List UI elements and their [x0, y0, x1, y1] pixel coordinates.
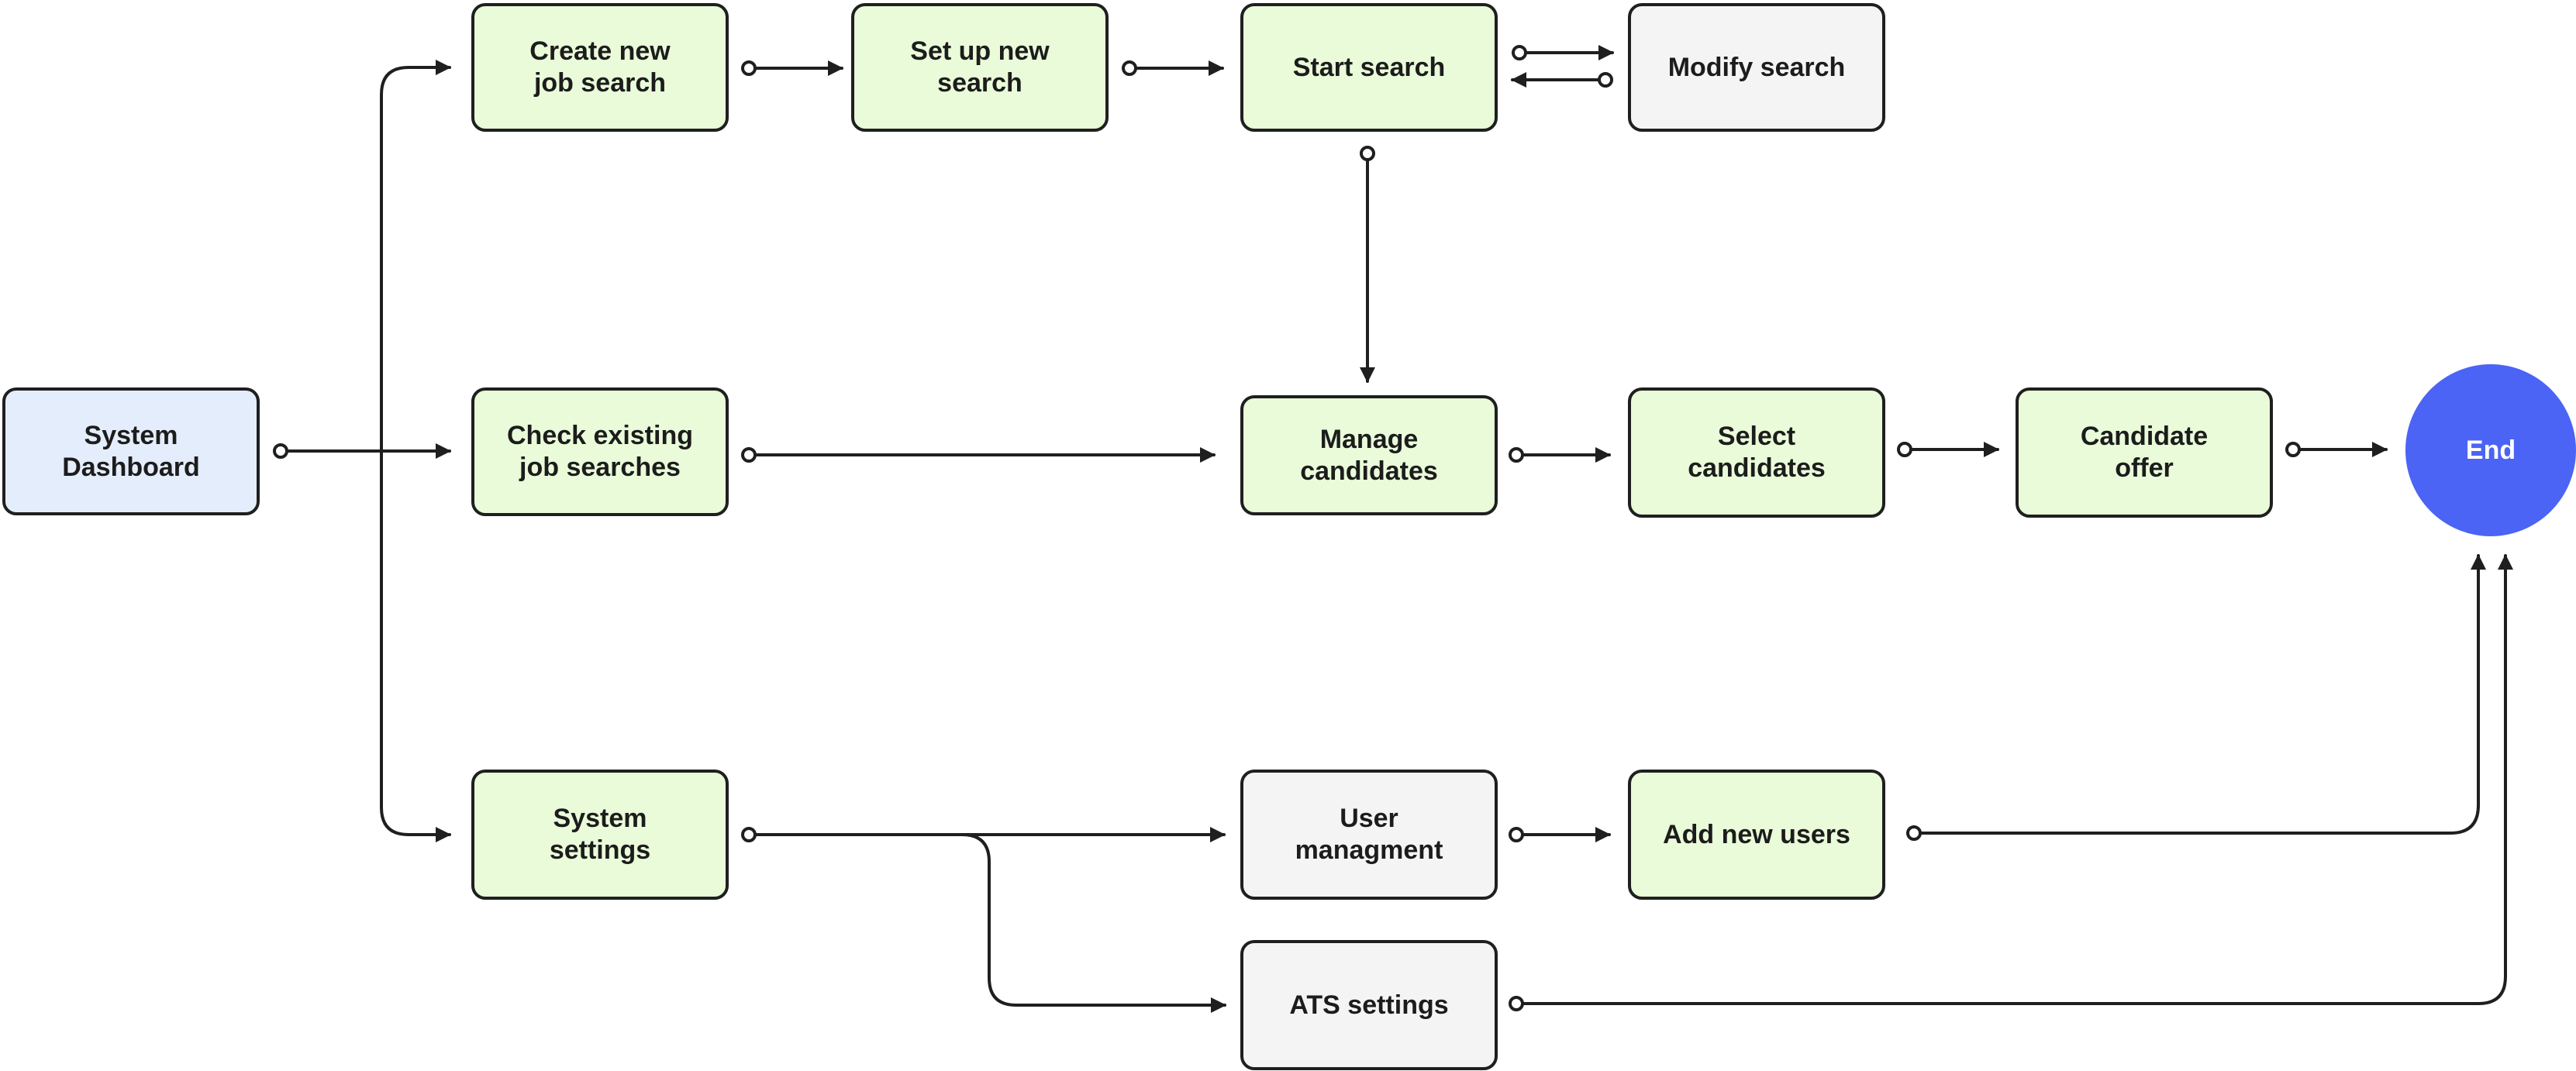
node-label: Create new job search	[529, 36, 671, 98]
node-end[interactable]: End	[2405, 364, 2576, 536]
node-label: System settings	[549, 804, 651, 865]
port-dot	[1598, 72, 1613, 88]
edge-ats-settings-to-end	[1515, 554, 2513, 1005]
port-dot	[1509, 447, 1524, 463]
node-label: Set up new search	[910, 36, 1050, 98]
node-start-search[interactable]: Start search	[1240, 3, 1498, 132]
node-label: User managment	[1295, 804, 1443, 865]
node-check-existing-job-searches[interactable]: Check existing job searches	[471, 387, 729, 516]
port-dot	[1906, 825, 1922, 841]
node-label: End	[2465, 435, 2516, 465]
port-dot	[2285, 442, 2301, 457]
node-label: System Dashboard	[62, 420, 200, 482]
node-label: Modify search	[1667, 52, 1846, 82]
node-set-up-new-search[interactable]: Set up new search	[851, 3, 1109, 132]
node-ats-settings[interactable]: ATS settings	[1240, 940, 1498, 1070]
node-manage-candidates[interactable]: Manage candidates	[1240, 395, 1498, 515]
node-candidate-offer[interactable]: Candidate offer	[2016, 387, 2273, 518]
node-label: Add new users	[1663, 819, 1850, 849]
port-dot	[1509, 827, 1524, 842]
port-dot	[273, 443, 288, 459]
edge-dashboard-to-create-search	[279, 67, 450, 453]
node-label: Candidate offer	[2080, 422, 2209, 483]
port-dot	[741, 60, 757, 76]
port-dot	[1360, 146, 1375, 161]
node-label: Check existing job searches	[507, 421, 693, 482]
node-select-candidates[interactable]: Select candidates	[1628, 387, 1885, 518]
port-dot	[1897, 442, 1912, 457]
node-label: Select candidates	[1688, 422, 1826, 483]
port-dot	[1512, 45, 1527, 60]
node-label: Manage candidates	[1300, 424, 1438, 486]
node-add-new-users[interactable]: Add new users	[1628, 770, 1885, 900]
node-system-dashboard[interactable]: System Dashboard	[2, 387, 260, 515]
edge-system-settings-to-ats-settings	[960, 833, 1226, 1013]
port-dot	[741, 447, 757, 463]
port-dot	[741, 827, 757, 842]
node-system-settings[interactable]: System settings	[471, 770, 729, 900]
node-label: ATS settings	[1289, 990, 1449, 1020]
port-dot	[1122, 60, 1137, 76]
node-user-management[interactable]: User managment	[1240, 770, 1498, 900]
edge-add-users-to-end	[1912, 554, 2486, 835]
port-dot	[1509, 996, 1524, 1011]
node-label: Start search	[1292, 52, 1446, 82]
edge-dashboard-to-system-settings	[380, 449, 451, 842]
node-create-new-job-search[interactable]: Create new job search	[471, 3, 729, 132]
node-modify-search[interactable]: Modify search	[1628, 3, 1885, 132]
